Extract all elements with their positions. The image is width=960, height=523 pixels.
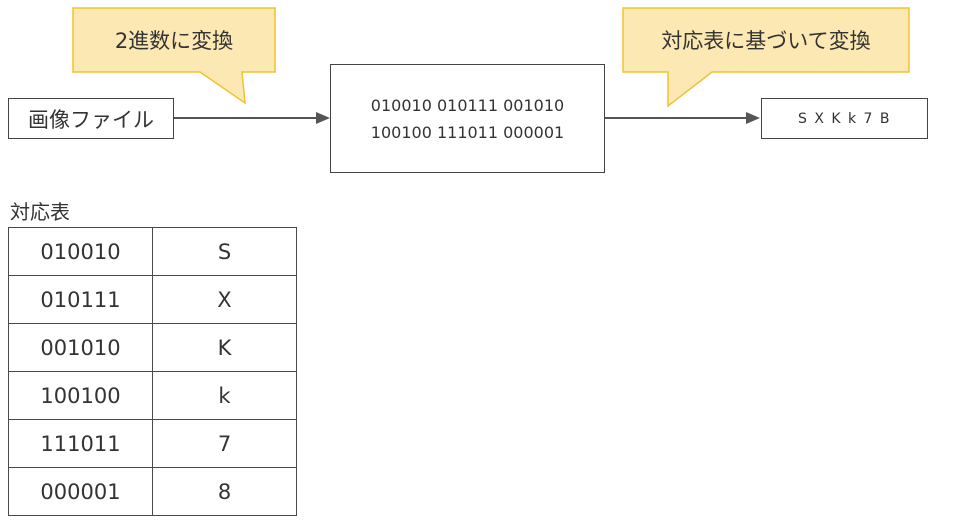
output-label: S X K k 7 B <box>797 110 892 127</box>
source-label: 画像ファイル <box>28 107 154 132</box>
callout-bubble-mapping <box>622 7 910 108</box>
callout-bubble-binary <box>72 7 276 105</box>
output-text-box: S X K k 7 B <box>761 98 928 139</box>
table-cell-char: K <box>152 323 297 372</box>
arrow-head-to-binary <box>316 112 330 124</box>
table-row: 001010 K <box>8 323 297 372</box>
binary-line-2: 100100 111011 000001 <box>370 122 565 142</box>
table-cell-char: 8 <box>152 467 297 516</box>
callout-text-mapping: 対応表に基づいて変換 <box>661 29 871 53</box>
table-row: 000001 8 <box>8 467 297 516</box>
table-row: 111011 7 <box>8 419 297 468</box>
callout-text-binary: 2進数に変換 <box>114 29 234 53</box>
table-cell-code: 111011 <box>8 419 153 468</box>
table-cell-code: 000001 <box>8 467 153 516</box>
table-cell-code: 100100 <box>8 371 153 420</box>
table-cell-code: 010010 <box>8 227 153 276</box>
binary-data-box: 010010 010111 001010 100100 111011 00000… <box>330 64 605 173</box>
table-cell-char: 7 <box>152 419 297 468</box>
arrow-head-to-output <box>746 112 760 124</box>
mapping-table-title: 対応表 <box>10 200 70 224</box>
table-cell-char: X <box>152 275 297 324</box>
table-cell-code: 010111 <box>8 275 153 324</box>
source-image-file-box: 画像ファイル <box>8 98 174 139</box>
table-cell-char: S <box>152 227 297 276</box>
table-row: 100100 k <box>8 371 297 420</box>
mapping-table: 010010 S 010111 X 001010 K 100100 k 1110… <box>8 227 297 516</box>
binary-line-1: 010010 010111 001010 <box>370 95 565 115</box>
table-row: 010010 S <box>8 227 297 276</box>
table-cell-char: k <box>152 371 297 420</box>
table-row: 010111 X <box>8 275 297 324</box>
table-cell-code: 001010 <box>8 323 153 372</box>
